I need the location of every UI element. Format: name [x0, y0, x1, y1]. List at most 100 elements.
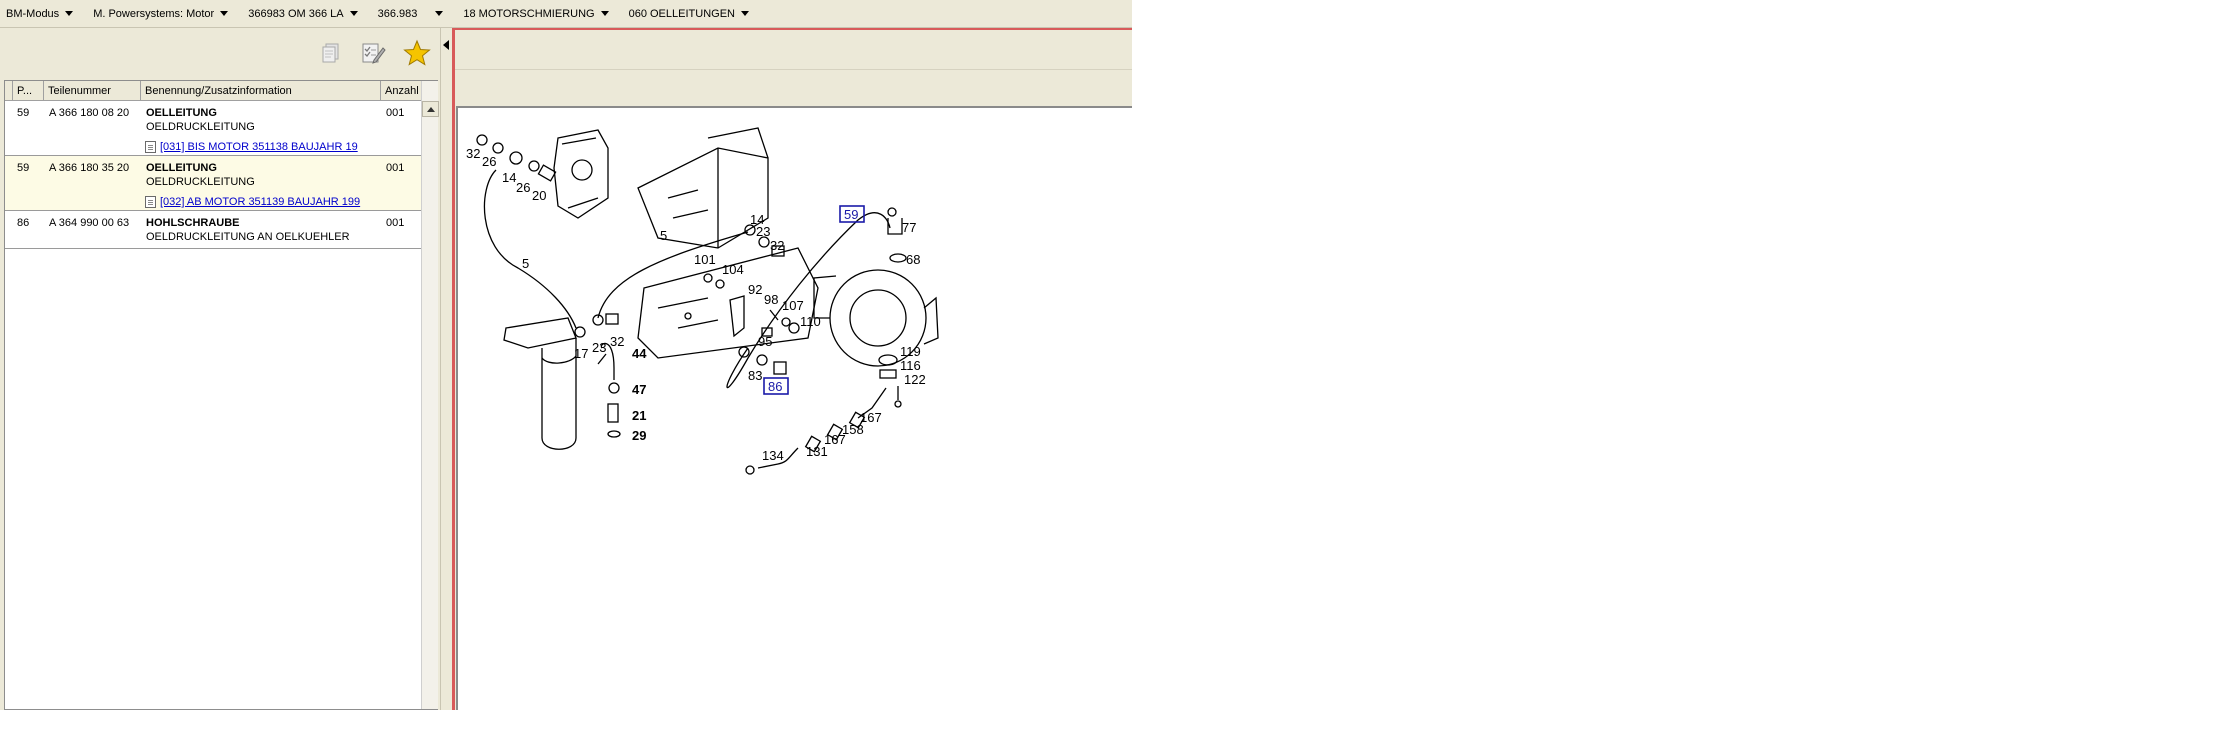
cell-subtitle: OELDRUCKLEITUNG	[146, 121, 255, 133]
parts-toolbar	[0, 28, 440, 78]
ref-label[interactable]: 119	[900, 344, 921, 359]
exploded-view-svg: 32 26 14 26 20 5 5 14 23 32 17 23 32 101…	[466, 127, 939, 475]
breadcrumb: BM-Modus M. Powersystems: Motor 366983 O…	[0, 0, 1132, 28]
breadcrumb-label: 18 MOTORSCHMIERUNG	[463, 7, 595, 20]
drawing-pane: 32 26 14 26 20 5 5 14 23 32 17 23 32 101…	[452, 28, 1132, 710]
ref-label[interactable]: 14	[502, 170, 516, 185]
ref-label[interactable]: 5	[522, 256, 529, 271]
ref-label[interactable]: 23	[592, 340, 606, 355]
ref-label[interactable]: 68	[906, 252, 920, 267]
cell-pos: 86	[17, 217, 30, 229]
ref-label[interactable]: 116	[900, 358, 921, 373]
column-header-pos[interactable]: P...	[13, 81, 44, 101]
breadcrumb-engine[interactable]: 366.983	[378, 8, 444, 20]
footnote-link[interactable]: [032] AB MOTOR 351139 BAUJAHR 199	[160, 196, 361, 208]
ref-label[interactable]: 47	[632, 382, 646, 397]
cell-title: OELLEITUNG	[146, 162, 217, 174]
column-header-quantity[interactable]: Anzahl	[385, 85, 419, 97]
active-frame-border	[452, 28, 455, 710]
breadcrumb-label: BM-Modus	[6, 7, 60, 20]
ref-label[interactable]: 83	[748, 368, 762, 383]
cell-quantity: 001	[386, 107, 405, 119]
cell-pos: 59	[17, 162, 30, 174]
drawing-toolbar	[452, 28, 1132, 70]
breadcrumb-label: 366.983	[377, 7, 418, 20]
parts-table: P... Teilenummer Benennung/Zusatzinforma…	[4, 80, 439, 710]
header-spacer	[5, 81, 13, 101]
ref-label[interactable]: 5	[660, 228, 667, 243]
ref-label[interactable]: 44	[632, 346, 647, 361]
ref-label[interactable]: 26	[516, 180, 530, 195]
cell-quantity: 001	[386, 217, 405, 229]
hotspot-86[interactable]: 86	[763, 377, 789, 395]
ref-label[interactable]: 21	[632, 408, 646, 423]
ref-label[interactable]: 134	[762, 448, 784, 463]
edit-checklist-icon[interactable]	[358, 38, 388, 68]
favorite-star-icon[interactable]	[402, 38, 432, 68]
drawing-subtoolbar	[452, 71, 1132, 105]
ref-label[interactable]: 20	[532, 188, 546, 203]
ref-label[interactable]: 29	[632, 428, 646, 443]
table-header: P... Teilenummer Benennung/Zusatzinforma…	[5, 81, 421, 101]
ref-label[interactable]: 104	[722, 262, 744, 277]
ref-label[interactable]: 26	[482, 154, 496, 169]
cell-part-number: A 366 180 08 20	[49, 107, 130, 119]
ref-label[interactable]: 101	[694, 252, 716, 267]
column-header-description[interactable]: Benennung/Zusatzinformation	[141, 81, 381, 101]
ref-label[interactable]: 23	[756, 224, 770, 239]
breadcrumb-mode[interactable]: BM-Modus	[6, 7, 74, 20]
column-header-part-number[interactable]: Teilenummer	[44, 81, 141, 101]
breadcrumb-label: 060 OELLEITUNGEN	[628, 7, 735, 20]
ref-label[interactable]: 122	[904, 372, 926, 387]
ref-label[interactable]: 32	[770, 238, 784, 253]
cell-pos: 59	[17, 107, 30, 119]
chevron-down-icon	[65, 11, 74, 16]
ref-label[interactable]: 167	[824, 432, 846, 447]
ref-label[interactable]: 167	[860, 410, 882, 425]
footnote-link-row: [031] BIS MOTOR 351138 BAUJAHR 19	[145, 141, 358, 153]
table-row-selected[interactable]: 59 A 366 180 35 20 OELLEITUNG OELDRUCKLE…	[5, 156, 421, 211]
ref-label[interactable]: 14	[750, 212, 764, 227]
breadcrumb-subgroup[interactable]: 060 OELLEITUNGEN	[629, 8, 749, 20]
ref-label[interactable]: 98	[764, 292, 778, 307]
breadcrumb-label: M. Powersystems: Motor	[93, 7, 215, 20]
ref-label[interactable]: 110	[800, 314, 821, 329]
cell-quantity: 001	[386, 162, 405, 174]
ref-label[interactable]: 32	[610, 334, 624, 349]
ref-label[interactable]: 158	[842, 422, 864, 437]
hotspot-59[interactable]: 59	[839, 205, 865, 223]
collapse-left-icon[interactable]	[443, 40, 449, 50]
ref-label[interactable]: 32	[466, 146, 480, 161]
exploded-view-drawing[interactable]: 32 26 14 26 20 5 5 14 23 32 17 23 32 101…	[456, 106, 1132, 710]
ref-label[interactable]: 92	[748, 282, 762, 297]
line-art	[476, 127, 939, 475]
chevron-down-icon	[349, 11, 358, 16]
ref-label[interactable]: 107	[782, 298, 804, 313]
footnote-link[interactable]: [031] BIS MOTOR 351138 BAUJAHR 19	[160, 141, 358, 153]
pane-splitter[interactable]	[440, 28, 452, 710]
document-icon	[145, 196, 156, 208]
breadcrumb-group[interactable]: 18 MOTORSCHMIERUNG	[463, 7, 609, 20]
breadcrumb-product-group[interactable]: M. Powersystems: Motor	[93, 7, 229, 20]
vertical-scrollbar[interactable]	[421, 81, 439, 709]
table-body: 59 A 366 180 08 20 OELLEITUNG OELDRUCKLE…	[5, 101, 421, 249]
cell-subtitle: OELDRUCKLEITUNG	[146, 176, 255, 188]
breadcrumb-model[interactable]: 366983 OM 366 LA	[248, 7, 358, 20]
active-frame-border	[452, 28, 1132, 30]
breadcrumb-label: 366983 OM 366 LA	[248, 7, 344, 20]
ref-label[interactable]: 17	[574, 346, 588, 361]
chevron-down-icon	[220, 11, 229, 16]
table-row[interactable]: 86 A 364 990 00 63 HOHLSCHRAUBE OELDRUCK…	[5, 211, 421, 249]
reference-labels: 32 26 14 26 20 5 5 14 23 32 17 23 32 101…	[466, 146, 926, 463]
scroll-up-button[interactable]	[422, 101, 439, 117]
ref-label[interactable]: 77	[902, 220, 916, 235]
cell-part-number: A 366 180 35 20	[49, 162, 130, 174]
footnote-link-row: [032] AB MOTOR 351139 BAUJAHR 199	[145, 196, 360, 208]
ref-label[interactable]: 131	[806, 444, 828, 459]
chevron-down-icon	[600, 11, 609, 16]
ref-label[interactable]: 95	[758, 334, 772, 349]
copy-icon[interactable]	[316, 38, 346, 68]
chevron-down-icon	[740, 11, 749, 16]
hotspot-label: 86	[768, 379, 782, 394]
table-row[interactable]: 59 A 366 180 08 20 OELLEITUNG OELDRUCKLE…	[5, 101, 421, 156]
